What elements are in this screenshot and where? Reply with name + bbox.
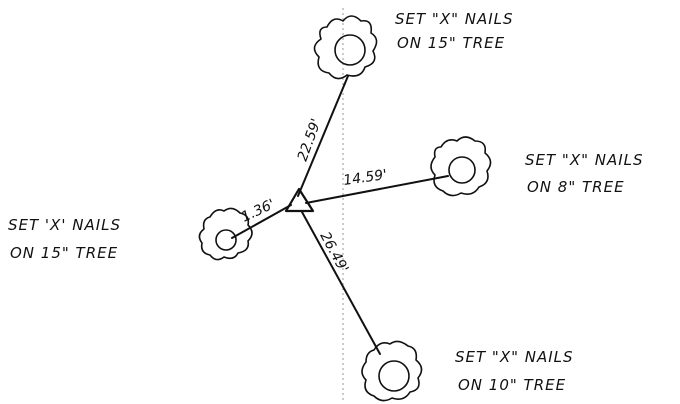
tie-line-left — [231, 204, 292, 239]
tie-lines — [231, 75, 449, 355]
note-left-line2: ON 15" TREE — [10, 244, 118, 262]
tie-line-bottom — [301, 211, 381, 355]
note-left-line1: SET 'X' NAILS — [8, 216, 121, 234]
note-right-line1: SET "X" NAILS — [525, 151, 644, 169]
distance-label-left: 1.36' — [239, 196, 278, 225]
tree-right-icon — [430, 136, 492, 197]
note-right: SET "X" NAILS ON 8" TREE — [525, 151, 644, 196]
distance-label-right: 14.59' — [342, 167, 388, 189]
tie-line-right — [305, 175, 449, 204]
control-point-triangle-icon — [284, 187, 315, 213]
note-top-line1: SET "X" NAILS — [395, 10, 514, 28]
distance-label-bottom: 26.49' — [316, 229, 351, 275]
note-top-line2: ON 15" TREE — [397, 34, 505, 52]
note-left: SET 'X' NAILS ON 15" TREE — [8, 216, 121, 262]
tree-bottom-icon — [361, 340, 423, 402]
note-bottom-line2: ON 10" TREE — [458, 376, 566, 394]
tie-line-top — [297, 75, 349, 197]
tree-left-icon — [198, 207, 253, 261]
note-right-line2: ON 8" TREE — [527, 178, 625, 196]
note-top: SET "X" NAILS ON 15" TREE — [395, 10, 514, 52]
note-bottom: SET "X" NAILS ON 10" TREE — [455, 348, 574, 394]
tree-top-icon — [313, 15, 378, 80]
note-bottom-line1: SET "X" NAILS — [455, 348, 574, 366]
